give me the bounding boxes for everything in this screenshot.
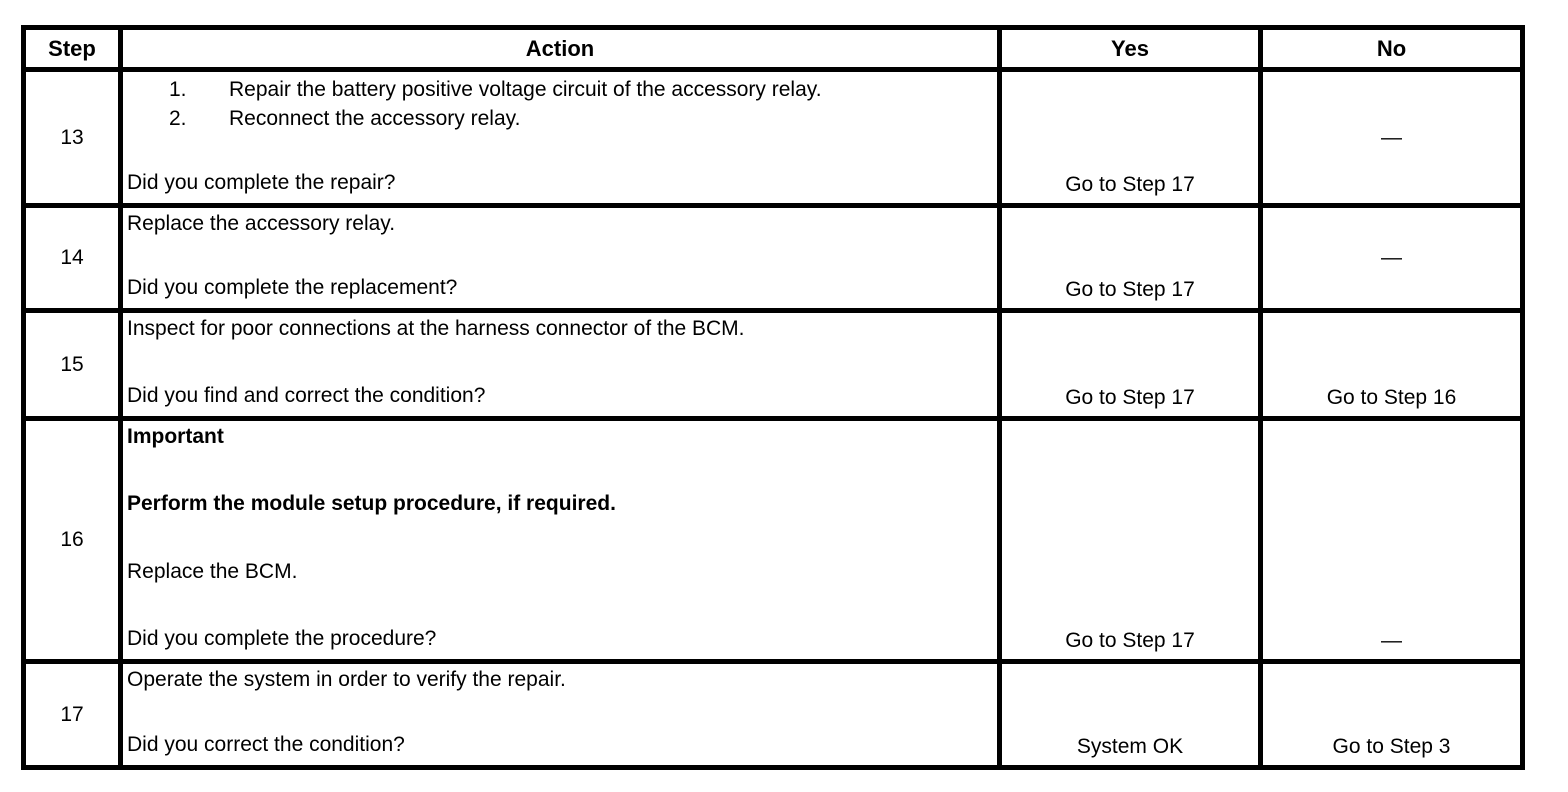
action-cell: 1. Repair the battery positive voltage c… (118, 67, 1002, 208)
list-item-text: Repair the battery positive voltage circ… (229, 78, 822, 101)
list-item-number: 2. (169, 107, 187, 130)
table-row-step-16: 16 Important Perform the module setup pr… (21, 416, 1525, 664)
table-row-step-17: 17 Operate the system in order to verify… (21, 659, 1525, 770)
list-item-number: 1. (169, 78, 187, 101)
yes-cell: Go to Step 17 (997, 416, 1263, 664)
action-statement: Inspect for poor connections at the harn… (127, 317, 745, 340)
step-number: 14 (21, 203, 123, 313)
action-cell: Important Perform the module setup proce… (118, 416, 1002, 664)
step-number: 16 (21, 416, 123, 664)
action-statement: Operate the system in order to verify th… (127, 668, 566, 691)
header-row: Step Action Yes No (21, 25, 1525, 72)
table-row-step-13: 13 1. Repair the battery positive voltag… (21, 67, 1525, 208)
important-label: Important (127, 425, 224, 448)
action-statement: Replace the BCM. (127, 559, 298, 583)
table-row-step-15: 15 Inspect for poor connections at the h… (21, 308, 1525, 421)
yes-cell: Go to Step 17 (997, 67, 1263, 208)
action-question: Did you correct the condition? (127, 733, 405, 756)
no-cell: — (1258, 203, 1525, 313)
step-number: 17 (21, 659, 123, 770)
action-cell: Replace the accessory relay. Did you com… (118, 203, 1002, 313)
action-question: Did you complete the replacement? (127, 276, 458, 299)
list-item: 2. Reconnect the accessory relay. (127, 104, 989, 133)
column-header-step: Step (21, 25, 123, 72)
action-question: Did you complete the repair? (127, 171, 396, 194)
yes-cell: System OK (997, 659, 1263, 770)
action-cell: Inspect for poor connections at the harn… (118, 308, 1002, 421)
list-item-text: Reconnect the accessory relay. (229, 107, 521, 130)
no-cell: — (1258, 67, 1525, 208)
column-header-action: Action (118, 25, 1002, 72)
column-header-no: No (1258, 25, 1525, 72)
yes-cell: Go to Step 17 (997, 308, 1263, 421)
action-numbered-list: 1. Repair the battery positive voltage c… (127, 75, 989, 133)
step-number: 13 (21, 67, 123, 208)
diagnostic-table: Step Action Yes No 13 1. Repair the batt… (21, 25, 1525, 770)
action-question: Did you complete the procedure? (127, 626, 437, 650)
no-cell: — (1258, 416, 1525, 664)
important-text: Perform the module setup procedure, if r… (127, 492, 616, 516)
no-cell: Go to Step 3 (1258, 659, 1525, 770)
yes-cell: Go to Step 17 (997, 203, 1263, 313)
action-cell: Operate the system in order to verify th… (118, 659, 1002, 770)
step-number: 15 (21, 308, 123, 421)
no-cell: Go to Step 16 (1258, 308, 1525, 421)
action-statement: Replace the accessory relay. (127, 212, 396, 235)
action-question: Did you find and correct the condition? (127, 384, 486, 407)
table-row-step-14: 14 Replace the accessory relay. Did you … (21, 203, 1525, 313)
list-item: 1. Repair the battery positive voltage c… (127, 75, 989, 104)
column-header-yes: Yes (997, 25, 1263, 72)
